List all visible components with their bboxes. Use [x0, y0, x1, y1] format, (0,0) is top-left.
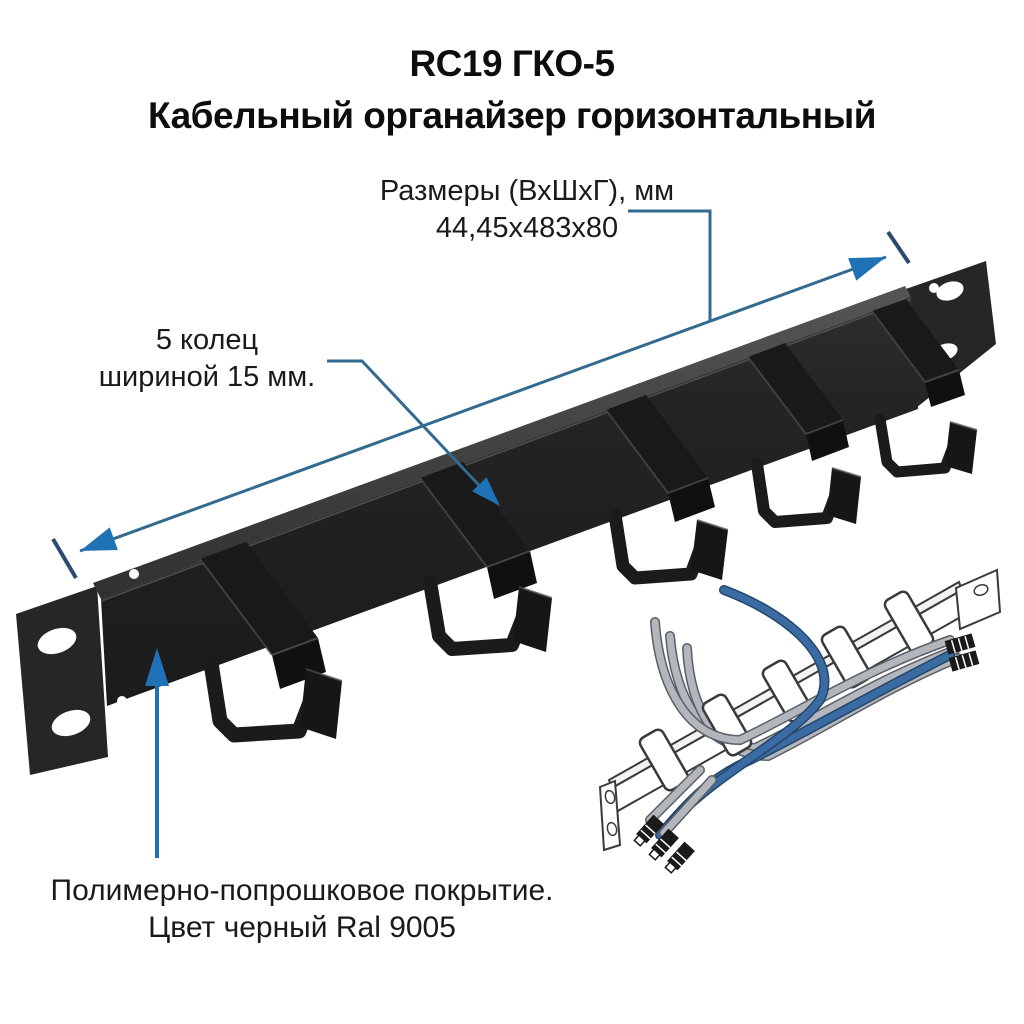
left-ear-hole-top: [37, 627, 77, 655]
cable-ring-3: [605, 395, 729, 585]
dimensions-value: 44,45x483x80: [435, 212, 619, 244]
right-ear-notch: [929, 283, 939, 293]
coating-callout: Полимерно-попрошковое покрытие. Цвет чер…: [32, 872, 572, 946]
rings-leader-line: [327, 359, 494, 501]
dimension-tick-right: [886, 230, 911, 265]
right-ear-hole-top: [936, 281, 964, 301]
coating-color-label: Цвет черный Ral 9005: [148, 911, 456, 944]
cable-organizer-panel: [16, 261, 996, 775]
illustration-connectors-left: [633, 814, 695, 874]
product-title-description: Кабельный органайзер горизонтальный: [148, 95, 876, 136]
dimension-line: [79, 255, 887, 553]
dimension-arrow-left: [80, 527, 118, 551]
panel-front-face: [101, 297, 918, 706]
rings-annotation: [327, 359, 500, 506]
dimensions-callout: Размеры (ВхШхГ), мм 44,45x483x80: [342, 173, 712, 247]
cable-ring-1: [199, 542, 343, 743]
rings-callout: 5 колец шириной 15 мм.: [82, 322, 332, 396]
rings-width-label: шириной 15 мм.: [98, 361, 316, 393]
illustration-connectors-right: [944, 633, 980, 672]
coating-label: Полимерно-попрошковое покрытие.: [50, 874, 554, 907]
cable-ring-2: [419, 462, 553, 656]
cable-ring-5: [871, 299, 978, 478]
dimension-leader-line: [628, 209, 712, 321]
illustration-right-ear: [954, 568, 1002, 631]
dimensions-label: Размеры (ВхШхГ), мм: [379, 175, 675, 207]
rings-count-label: 5 колец: [155, 324, 259, 356]
dimension-arrow-right: [848, 257, 886, 281]
product-title-model: RC19 ГКО-5: [409, 43, 615, 84]
panel-notch-top: [129, 569, 139, 579]
dimension-tick-left: [51, 537, 78, 580]
left-mounting-ear: [16, 586, 108, 775]
cable-ring-4: [747, 343, 862, 528]
panel-notch-bottom: [117, 696, 127, 706]
dimension-annotation: [51, 209, 911, 580]
usage-illustration: [598, 568, 1002, 874]
left-ear-hole-bottom: [51, 709, 91, 737]
illustration-cables-front: [645, 585, 955, 838]
panel-top-flange: [93, 286, 911, 599]
coating-annotation: [145, 648, 169, 858]
illustration-left-ear: [598, 779, 622, 852]
rings-arrow: [472, 477, 500, 506]
product-title: RC19 ГКО-5 Кабельный органайзер горизонт…: [0, 38, 1024, 142]
coating-arrow-head: [145, 648, 169, 686]
